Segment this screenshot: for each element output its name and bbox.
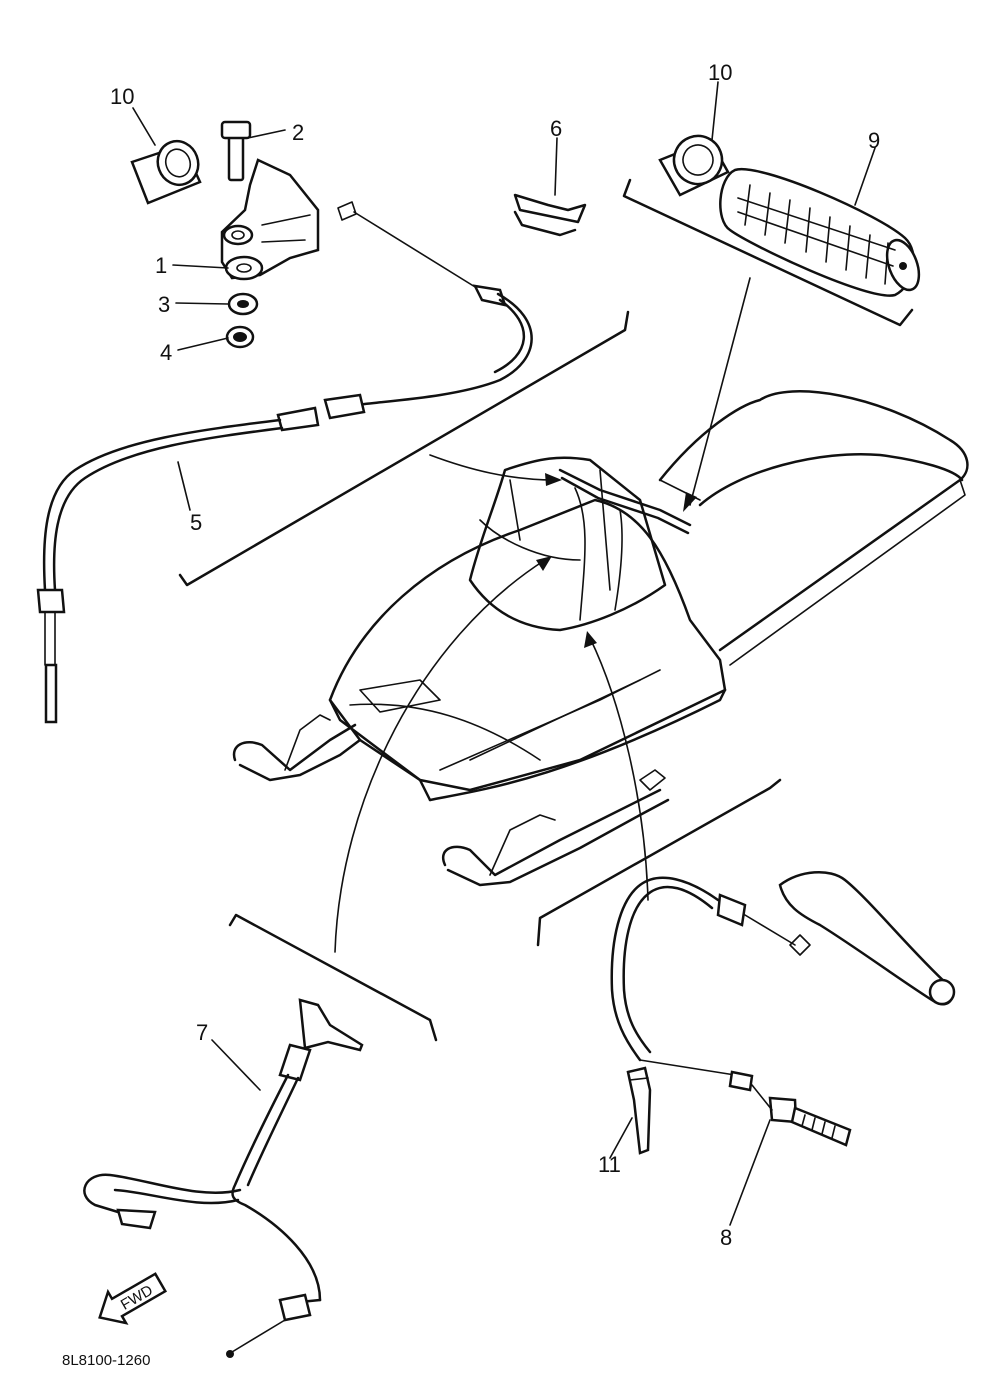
callout-9: 9	[868, 128, 880, 153]
front-direction-arrow: FWD	[98, 1272, 168, 1325]
part-6-clip	[513, 193, 587, 237]
part-5-throttle-cable	[36, 201, 533, 724]
part-10-ring-right	[658, 134, 730, 197]
part-8-brake-cable	[610, 876, 852, 1147]
part-7-speedometer-cable	[83, 998, 364, 1358]
part-4-nut	[225, 325, 255, 349]
callout-10-left: 10	[110, 84, 134, 109]
callout-11: 11	[598, 1152, 621, 1177]
group-bracket-speedometer-cable	[228, 913, 438, 1042]
snowmobile-body	[232, 390, 969, 887]
part-2-bolt	[220, 120, 252, 182]
callout-5: 5	[190, 510, 202, 535]
group-bracket-throttle-cable	[178, 310, 630, 587]
callout-numbers: 1 2 3 4 5 6 7 8 9 10 10 11	[110, 60, 880, 1250]
callout-10-right: 10	[708, 60, 732, 85]
group-bracket-brake-cable	[536, 778, 782, 947]
part-1-throttle-lever	[220, 158, 320, 281]
callout-6: 6	[550, 116, 562, 141]
part-10-ring-left	[130, 139, 202, 205]
brake-lever	[778, 870, 956, 1006]
callout-4: 4	[160, 340, 172, 365]
group-bracket-grip	[622, 178, 914, 327]
callout-leaders	[132, 81, 876, 1226]
part-3-washer	[227, 292, 259, 316]
callout-8: 8	[720, 1225, 732, 1250]
diagram-code: 8L8100-1260	[62, 1352, 150, 1369]
callout-2: 2	[292, 120, 304, 145]
leader-arrows	[334, 277, 751, 953]
callout-7: 7	[196, 1020, 208, 1045]
part-9-grip	[719, 167, 921, 297]
callout-1: 1	[155, 253, 167, 278]
callout-3: 3	[158, 292, 170, 317]
part-11-cable-tie	[626, 1066, 652, 1155]
